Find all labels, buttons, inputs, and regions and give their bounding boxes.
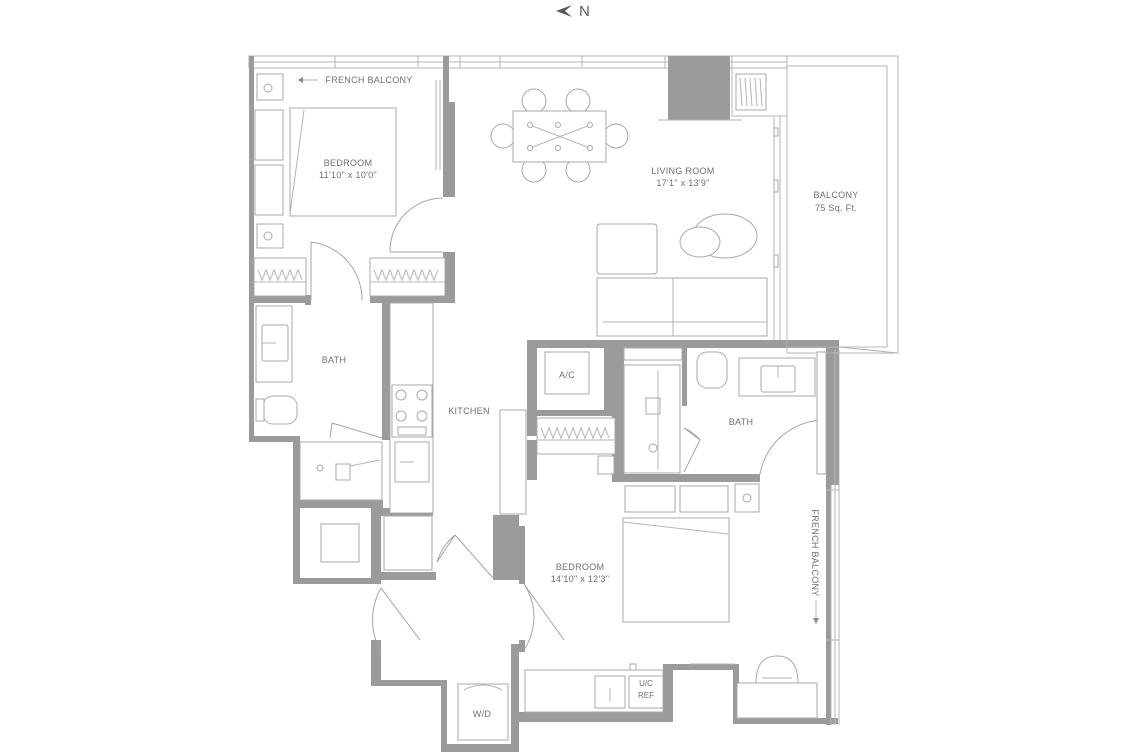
bedroom-1-name: BEDROOM: [324, 158, 373, 168]
kitchen-fixtures: [372, 302, 565, 653]
ac-name: A/C: [559, 370, 575, 380]
bedroom-2-dims: 14'10" x 12'3": [551, 574, 610, 584]
living-furniture: [490, 73, 779, 337]
north-compass: N: [556, 3, 590, 20]
bath-1-fixtures: [255, 305, 383, 501]
toilet-2: [696, 351, 728, 389]
right-window-wall: [826, 350, 840, 725]
living-room-name: LIVING ROOM: [651, 166, 714, 176]
north-label: N: [579, 3, 590, 20]
bedroom-2-name: BEDROOM: [556, 562, 605, 572]
bedroom-1-furniture: [253, 73, 446, 301]
bedroom-2-closet: [536, 417, 616, 475]
desk: [736, 682, 818, 719]
room-labels: BEDROOM 11'10" x 10'0" LIVING ROOM 17'1"…: [319, 158, 858, 719]
french-balcony-top-label: FRENCH BALCONY: [325, 75, 412, 85]
french-balcony-right-label: FRENCH BALCONY: [810, 509, 820, 596]
living-room-dims: 17'1" x 13'9": [656, 178, 709, 188]
balcony-name: BALCONY: [813, 190, 858, 200]
sofa: [596, 277, 768, 337]
kitchen-name: KITCHEN: [448, 406, 490, 416]
ac-closet: [544, 351, 590, 395]
balcony-area: 75 Sq. Ft.: [815, 203, 857, 213]
balcony: [786, 55, 899, 354]
storage-closet: [320, 523, 360, 563]
french-balcony-top-annotation: FRENCH BALCONY: [298, 75, 412, 85]
bath-1-name: BATH: [322, 355, 347, 365]
bed-1: [289, 107, 397, 217]
bed-2: [622, 517, 730, 623]
bedroom-2-furniture: [524, 483, 819, 719]
ucref-line1: U/C: [639, 679, 653, 688]
washer-dryer: [457, 683, 509, 741]
armchair: [596, 223, 658, 275]
bath-2-name: BATH: [729, 417, 754, 427]
wd-name: W/D: [473, 709, 492, 719]
ucref-line2: REF: [638, 691, 654, 700]
bath-2-fixtures: [623, 347, 827, 475]
bedroom-1-dims: 11'10" x 10'0": [319, 170, 377, 180]
toilet-1: [262, 395, 298, 425]
north-arrow-icon: [556, 5, 572, 17]
